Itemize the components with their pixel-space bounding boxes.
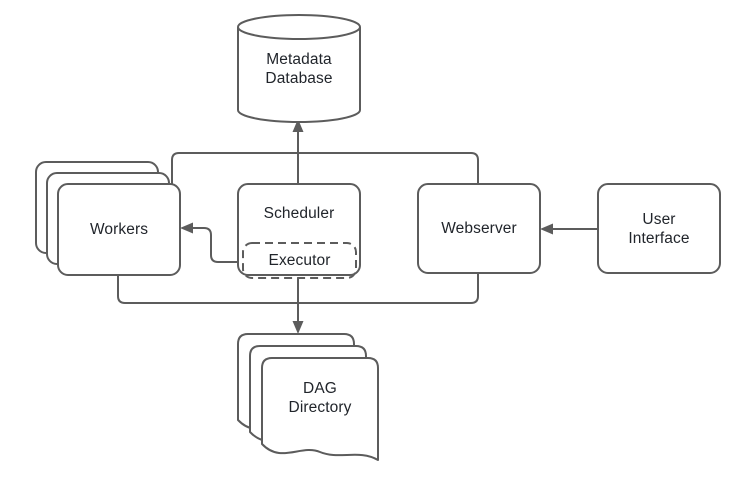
- arrowhead-to-dag-directory: [292, 321, 304, 334]
- node-executor[interactable]: [242, 242, 357, 279]
- node-workers[interactable]: [35, 161, 181, 276]
- workers-stack-front: [57, 183, 181, 276]
- node-dag-directory[interactable]: [237, 333, 379, 461]
- node-scheduler[interactable]: [237, 183, 361, 276]
- connector-ui-to-webserver: [540, 223, 598, 235]
- dag-stack-front: [261, 357, 379, 461]
- arrowhead-to-database: [292, 119, 304, 132]
- connector-lower-bus: [117, 273, 479, 334]
- connector-upper-bus: [171, 119, 479, 186]
- arrowhead-to-webserver: [540, 223, 553, 235]
- connector-executor-to-workers: [180, 222, 243, 263]
- node-user-interface[interactable]: [597, 183, 721, 274]
- node-metadata-database[interactable]: [237, 14, 361, 123]
- node-webserver[interactable]: [417, 183, 541, 274]
- arrowhead-to-workers: [180, 222, 193, 234]
